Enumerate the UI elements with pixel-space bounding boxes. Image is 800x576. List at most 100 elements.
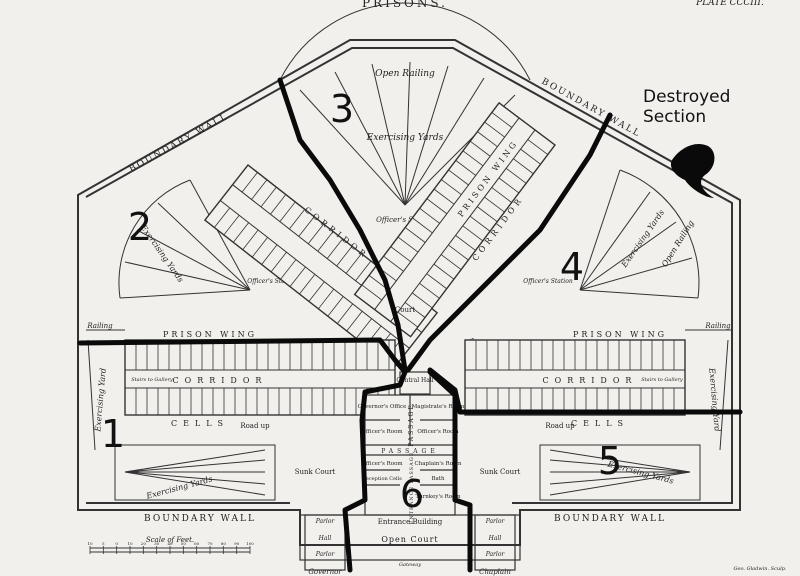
destroyed-label-line2: Section [643, 107, 706, 127]
section-number-5: 5 [598, 439, 622, 483]
scale-tick-label: 60 [194, 541, 200, 546]
left-officers-station: Officer's Station [247, 278, 297, 285]
cell-divider [455, 160, 476, 176]
top-exercising-yards [279, 2, 531, 206]
cell-divider [484, 121, 505, 138]
left-sunk-court: Sunk Court [295, 468, 336, 476]
cell-divider [251, 237, 268, 258]
plate-number: PLATE CCCIII. [695, 0, 764, 8]
section-number-3: 3 [330, 87, 354, 131]
magistrates-room-label: Magistrate's Room [412, 404, 465, 410]
top-officers-station: Officer's Station [376, 216, 434, 224]
gateway-label: Gateway [399, 562, 421, 568]
left-railing-label: Railing [86, 322, 113, 330]
boundary-wall [77, 39, 741, 546]
boundary-wall-label-right: BOUNDARY WALL [540, 77, 643, 140]
central-block [364, 371, 456, 516]
wing-right-cells: CELLS [571, 419, 629, 428]
cell-divider [520, 148, 541, 165]
cell-divider [270, 251, 287, 273]
section-number-2: 2 [128, 205, 152, 249]
right-exercising-yards-label: Exercising Yards [619, 208, 666, 270]
side-yards [86, 329, 732, 451]
entrance-passage-label: ENTRANCE PASSAGE [409, 452, 415, 525]
scale-tick-label: 30 [154, 541, 160, 546]
cell-divider [484, 196, 505, 213]
scale-tick-label: 90 [234, 541, 240, 546]
scale-tick-label: 80 [221, 541, 227, 546]
cell-divider [491, 187, 512, 203]
cell-divider [241, 172, 258, 193]
scale-tick-label: 50 [181, 541, 187, 546]
left-hall: Hall [318, 535, 332, 542]
right-railing-label: Railing [704, 322, 731, 330]
right-hall: Hall [488, 535, 502, 542]
cell-divider [223, 214, 240, 236]
wing-right-corridor: CORRIDOR [543, 376, 638, 385]
wing-left-label: PRISON WING [163, 330, 257, 339]
cell-divider [270, 194, 287, 215]
scale-tick-label: 0 [115, 541, 118, 546]
bottom-left-yards-label: Exercising Yards [144, 474, 213, 501]
cell-divider [426, 273, 447, 290]
boundary-wall-label-left: BOUNDARY WALL [128, 112, 231, 175]
engraver-credit: Geo. Gladwin. Sculp. [734, 566, 787, 572]
destroyed-label-line1: Destroyed [643, 87, 730, 107]
cell-divider [397, 236, 419, 253]
cell-divider [280, 259, 297, 280]
cell-divider [261, 244, 278, 265]
cell-divider [469, 215, 491, 232]
officers-room-right-label: Officer's Room [417, 429, 459, 435]
officers-room-lower-label: Officer's Room [361, 461, 403, 467]
cell-divider [361, 284, 383, 301]
chaplains-room-label: Chaplain's Room [415, 461, 463, 467]
plate-title: PRISONS. [362, 0, 448, 10]
governors-office-label: Governor's Office [358, 404, 407, 410]
governor-label: Governor [308, 568, 342, 576]
cell-divider [491, 112, 513, 128]
destroyed-section-blot [670, 143, 715, 198]
cell-divider [498, 177, 520, 194]
cell-divider [412, 217, 433, 234]
cell-divider [299, 274, 316, 295]
cell-divider [390, 246, 411, 262]
right-exercising-yard-label: Exercising Yard [707, 367, 722, 432]
turnkeys-room-label: Turnkey's Room [415, 494, 461, 500]
cell-divider [232, 222, 249, 243]
cell-divider [455, 235, 476, 251]
right-officers-station: Officer's Station [523, 278, 573, 285]
cell-divider [307, 223, 324, 245]
cell-divider [251, 179, 268, 200]
left-stairs-to-gallery: Stairs to Gallery [131, 377, 173, 383]
wing-left-corridor: CORRIDOR [173, 376, 268, 385]
scale-tick-label: 100 [246, 541, 254, 546]
cell-divider [462, 150, 484, 167]
left-road-up: Road up [240, 422, 270, 430]
central-court-label: Court [395, 306, 415, 314]
cell-divider [317, 231, 334, 252]
cell-divider [527, 139, 549, 155]
left-exercising-yards [118, 179, 251, 299]
entrance-area [299, 514, 521, 571]
cell-divider [513, 158, 534, 175]
left-parlor-upper: Parlor [315, 518, 336, 525]
cell-divider [440, 254, 462, 270]
cell-divider [505, 167, 527, 184]
right-stairs-to-gallery: Stairs to Gallery [641, 377, 683, 383]
cell-divider [441, 179, 462, 195]
section-division-lines [77, 77, 743, 573]
cell-divider [477, 206, 498, 222]
cell-divider [308, 281, 325, 302]
passage-label: PASSAGE [381, 448, 438, 455]
scale-tick-label: 20 [141, 541, 147, 546]
cell-divider [327, 296, 344, 317]
boundary-wall-label-bottom-left: BOUNDARY WALL [144, 514, 256, 524]
wing-right-label: PRISON WING [573, 330, 667, 339]
cell-divider [318, 288, 335, 310]
section-number-1: 1 [101, 412, 125, 456]
cell-divider [469, 140, 491, 157]
cell-divider [426, 198, 448, 215]
